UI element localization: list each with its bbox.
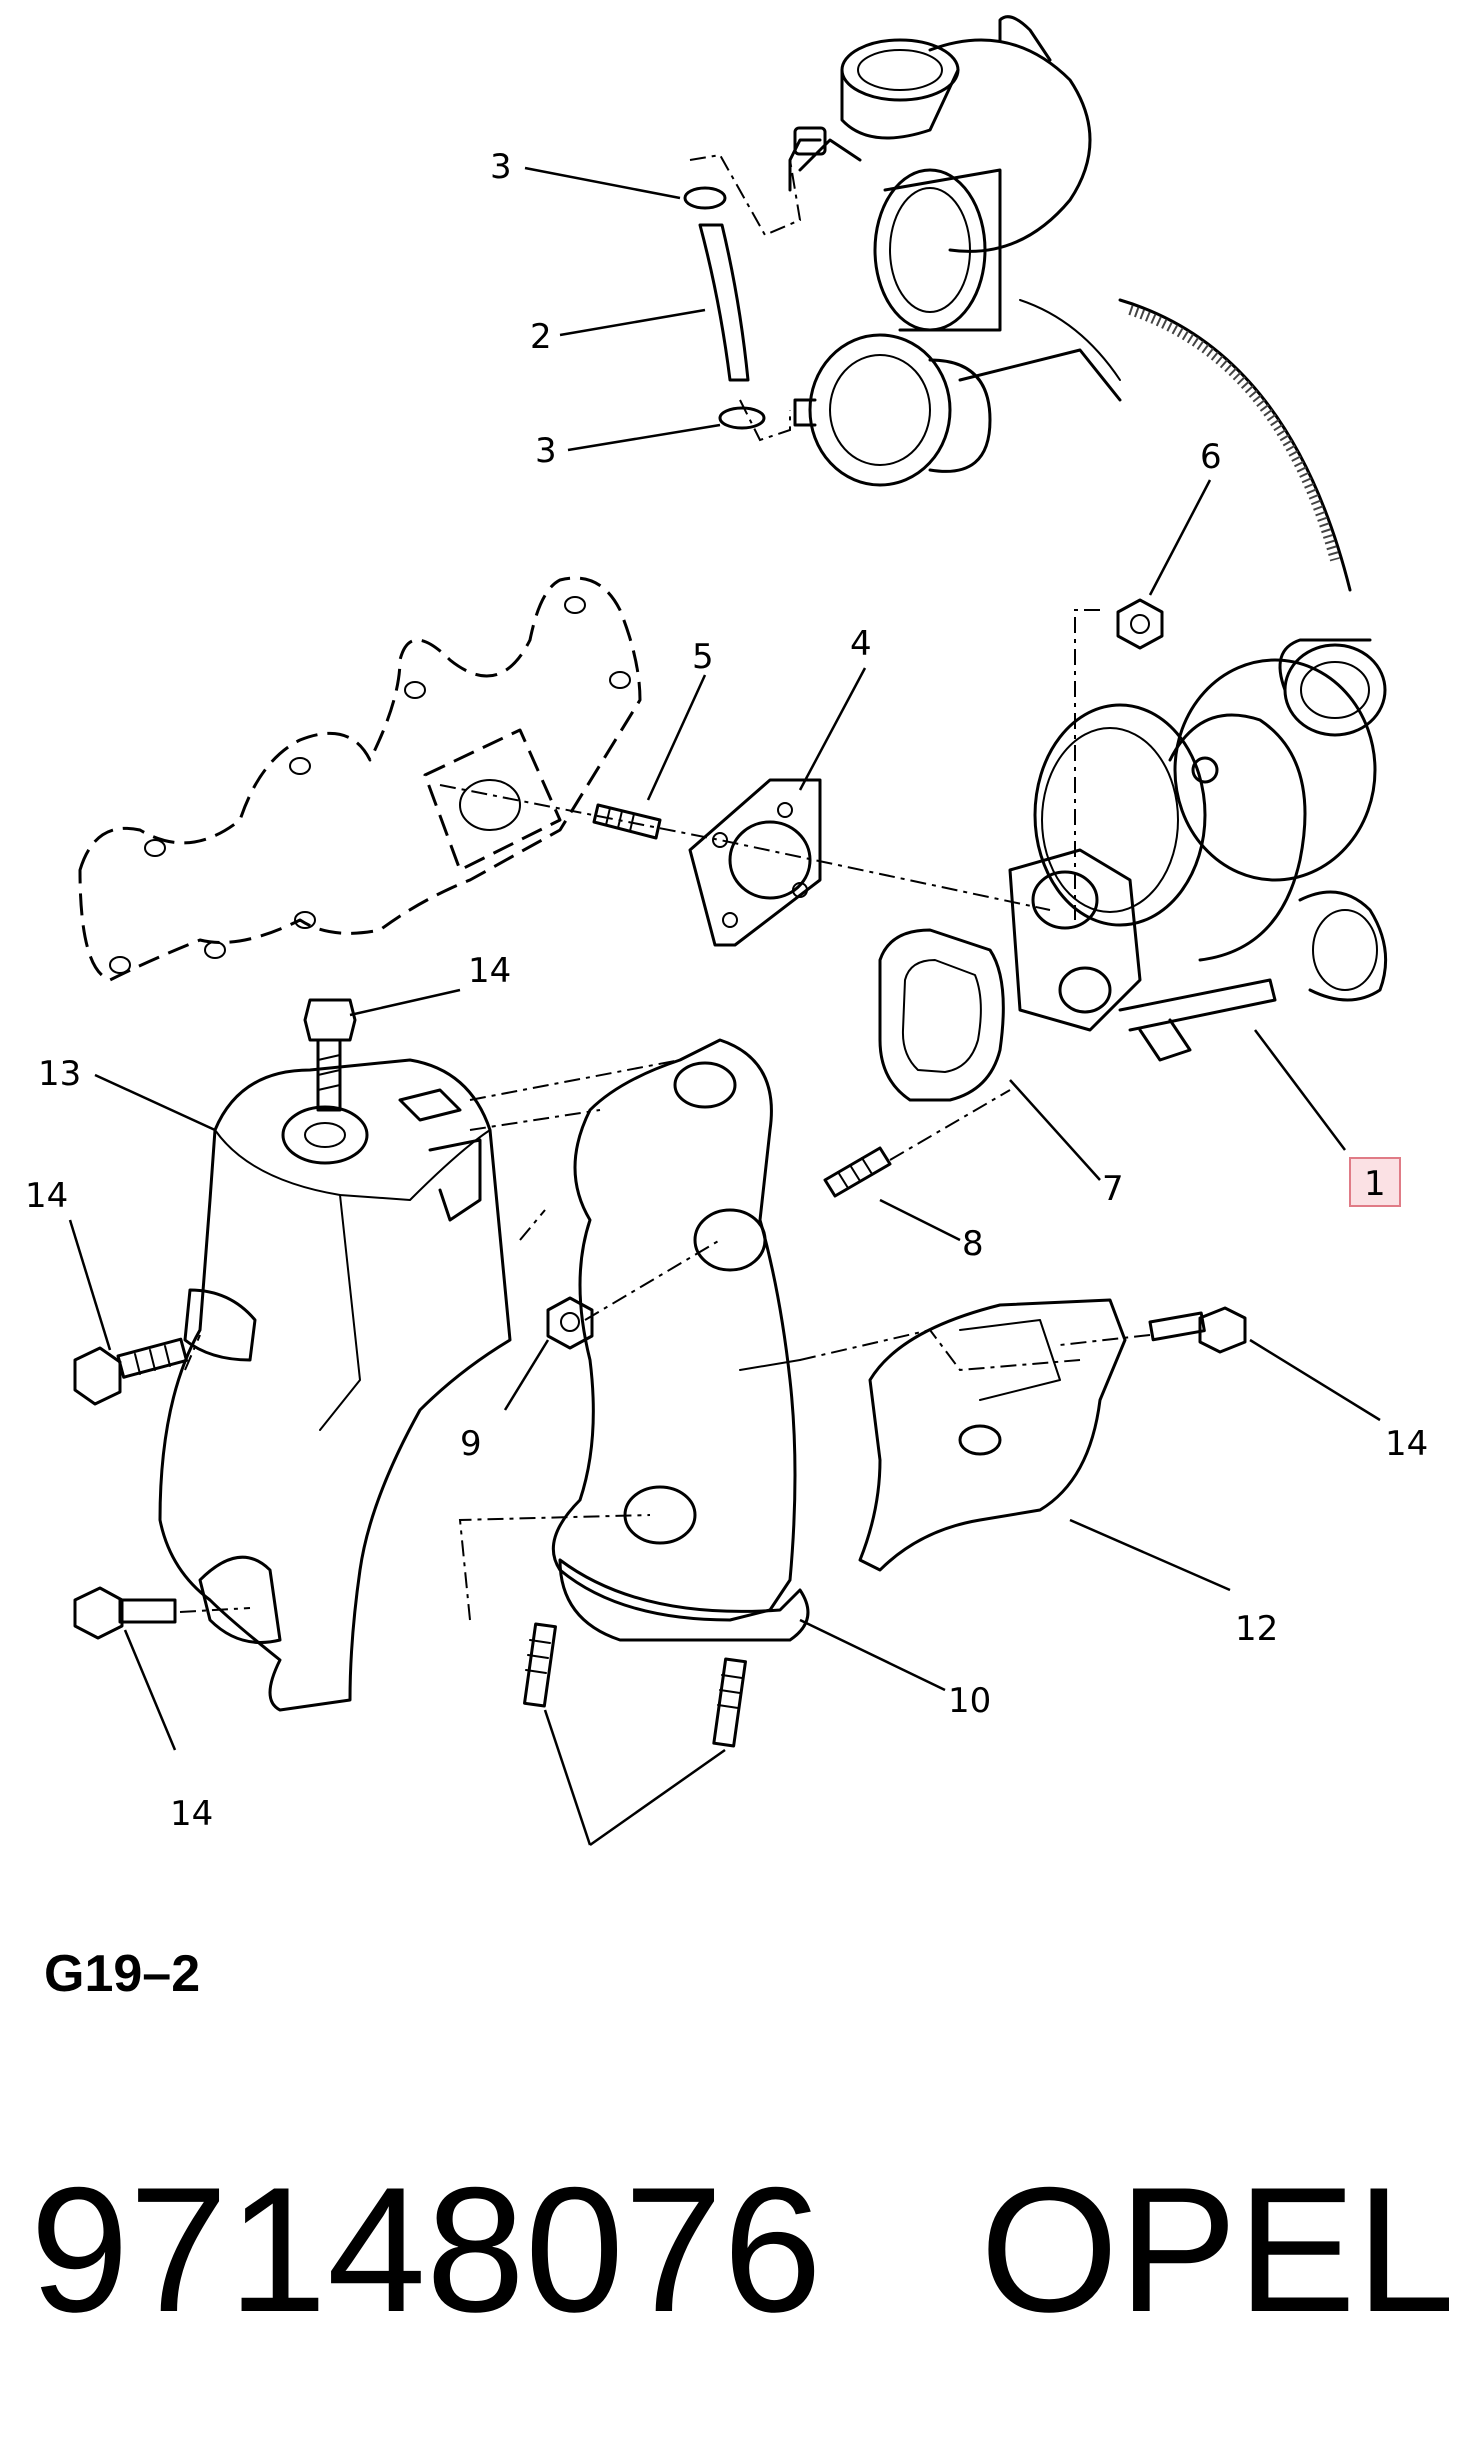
engine-block-edge <box>1118 298 1352 592</box>
leader-lines <box>68 166 1381 1847</box>
callout-4: 4 <box>850 624 872 664</box>
turbocharger <box>1008 638 1388 1062</box>
callout-14-left-middle: 14 <box>25 1176 68 1216</box>
callout-labels: 1 2 3 3 4 5 6 7 8 9 10 11 12 13 14 14 14… <box>25 147 1428 1834</box>
callout-1: 1 <box>1364 1164 1386 1204</box>
callout-9: 9 <box>460 1424 482 1464</box>
part-number: 97148076 <box>30 2150 822 2349</box>
manifold-stud <box>592 803 662 840</box>
callout-2: 2 <box>530 317 552 357</box>
bracket-nut <box>546 1296 594 1350</box>
diagram-code: G19–2 <box>44 1945 201 2003</box>
callout-12: 12 <box>1235 1609 1278 1649</box>
bolt-right <box>1148 1306 1247 1354</box>
vacuum-hose <box>698 223 750 382</box>
callout-6: 6 <box>1200 437 1222 477</box>
callout-14-left-lower: 14 <box>170 1794 213 1834</box>
turbo-heat-shield <box>158 1058 512 1712</box>
highlight-box <box>1349 1157 1401 1207</box>
callout-3-upper: 3 <box>490 147 512 187</box>
turbo-flange-gasket <box>688 778 822 947</box>
callout-5: 5 <box>692 637 714 677</box>
bolt-left-middle <box>73 1337 188 1406</box>
callout-8: 8 <box>962 1224 984 1264</box>
lower-heat-shield <box>858 1298 1127 1572</box>
bolt-upper <box>303 998 357 1112</box>
downpipe-stud <box>823 1146 892 1198</box>
callout-14-top: 14 <box>468 951 511 991</box>
part-info: 97148076 OPEL <box>30 2150 1455 2350</box>
callout-7: 7 <box>1102 1169 1124 1209</box>
wastegate-actuator <box>793 333 1122 487</box>
callout-3-lower: 3 <box>535 431 557 471</box>
turbo-outlet-gasket <box>878 928 1005 1102</box>
vacuum-hose-fittings <box>788 126 827 192</box>
brand-name: OPEL <box>980 2150 1455 2349</box>
exploded-parts-diagram: 1 2 3 3 4 5 6 7 8 9 10 11 12 13 14 14 14… <box>25 15 1428 1847</box>
turbo-nut <box>1116 598 1164 650</box>
hose-clamp-upper <box>683 186 727 210</box>
bracket-stud-right <box>712 1657 747 1748</box>
bolt-left-lower <box>73 1586 177 1640</box>
bracket-stud-left <box>523 1622 557 1708</box>
callout-13: 13 <box>38 1054 81 1094</box>
callout-10: 10 <box>948 1681 991 1721</box>
turbo-support-bracket <box>551 1038 810 1642</box>
turbo-intake-housing <box>798 15 1121 381</box>
hose-clamp-lower <box>718 406 766 430</box>
callout-14-right: 14 <box>1385 1424 1428 1464</box>
exhaust-manifold <box>78 576 642 982</box>
